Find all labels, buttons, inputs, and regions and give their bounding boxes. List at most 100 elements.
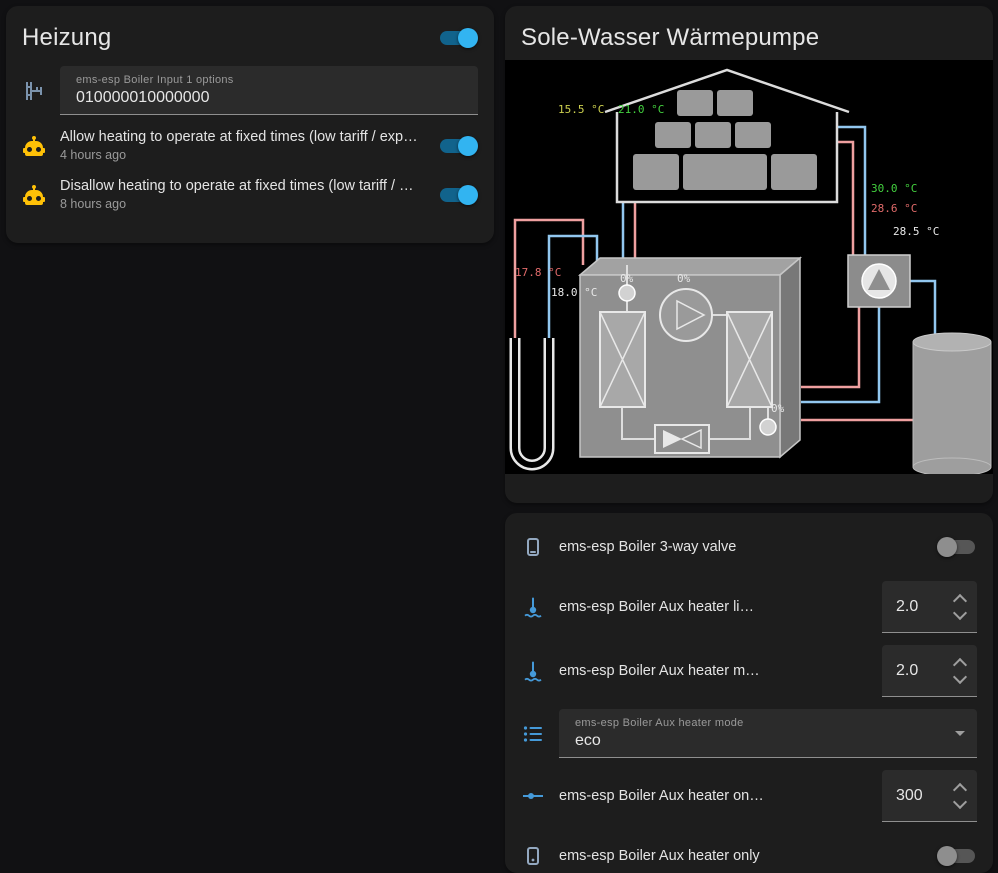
compressor-triangle xyxy=(676,299,706,331)
outside-temp-label[interactable]: 15.5 °C xyxy=(558,103,604,116)
row-aux-heater-mode: ems-esp Boiler Aux heater mode eco xyxy=(505,703,993,764)
number-value[interactable]: 300 xyxy=(896,786,923,804)
automation-disallow-toggle[interactable] xyxy=(438,184,478,205)
pipe-brine-cold xyxy=(547,234,599,342)
ground-loop xyxy=(509,338,555,471)
brick xyxy=(735,122,771,148)
brick xyxy=(677,90,713,116)
brine-in-temp-label[interactable]: 17.8 °C xyxy=(515,266,561,279)
automation-row-allow-heating[interactable]: Allow heating to operate at fixed times … xyxy=(6,121,494,170)
automation-last-triggered: 8 hours ago xyxy=(60,197,127,211)
compressor-icon xyxy=(659,288,713,342)
pipe-pump-to-unit-cold xyxy=(801,307,881,404)
heizung-card-header: Heizung xyxy=(6,6,494,60)
thermometer-water-icon xyxy=(521,659,545,683)
heat-exchanger-right xyxy=(726,311,773,408)
row-aux-heater-only: ems-esp Boiler Aux heater only xyxy=(505,828,993,873)
house-walls xyxy=(615,112,839,204)
expansion-valve xyxy=(654,424,710,454)
return-temp-label[interactable]: 28.6 °C xyxy=(871,202,917,215)
page-title-heatpump: Sole-Wasser Wärmepumpe xyxy=(521,24,820,51)
step-down-icon[interactable] xyxy=(952,669,968,684)
number-input[interactable]: 2.0 xyxy=(882,645,977,697)
heizung-master-toggle[interactable] xyxy=(438,28,478,48)
boiler-input1-field[interactable]: ems-esp Boiler Input 1 options 010000010… xyxy=(60,66,478,115)
aux-heater-mode-select[interactable]: ems-esp Boiler Aux heater mode eco xyxy=(559,709,977,758)
valve-toggle[interactable] xyxy=(937,537,977,557)
list-icon xyxy=(521,722,545,746)
tank-temp-label[interactable]: 28.5 °C xyxy=(893,225,939,238)
storage-tank xyxy=(912,332,992,474)
automation-name: Allow heating to operate at fixed times … xyxy=(60,129,418,145)
heatpump-card-header: Sole-Wasser Wärmepumpe xyxy=(505,6,993,60)
toggle-thumb xyxy=(937,537,957,557)
inside-temp-label[interactable]: 21.0 °C xyxy=(618,103,664,116)
entity-name: ems-esp Boiler 3-way valve xyxy=(559,539,737,555)
heatpump-unit xyxy=(577,256,803,459)
automation-allow-toggle[interactable] xyxy=(438,135,478,156)
row-aux-heater-max: ems-esp Boiler Aux heater m… 2.0 xyxy=(505,639,993,703)
controls-card: ems-esp Boiler 3-way valve ems-esp Boile… xyxy=(505,513,993,873)
toggle-thumb xyxy=(937,846,957,866)
unit-side-face xyxy=(779,256,801,459)
heating-pump-pct-label[interactable]: 0% xyxy=(771,402,785,415)
toggle-thumb xyxy=(458,28,478,48)
dropdown-caret-icon[interactable] xyxy=(955,731,965,736)
heizung-card: Heizung ems-esp Boiler Input 1 options 0… xyxy=(6,6,494,243)
pipe-icon xyxy=(22,79,46,103)
pipe-brine-warm xyxy=(513,218,585,342)
ground-loop-inner xyxy=(512,338,552,468)
number-input[interactable]: 2.0 xyxy=(882,581,977,633)
boiler-input1-value[interactable]: 010000010000000 xyxy=(76,89,210,106)
ray-vertex-icon xyxy=(521,784,545,808)
brick xyxy=(655,122,691,148)
automation-name: Disallow heating to operate at fixed tim… xyxy=(60,178,414,194)
pipe-pump-to-tank xyxy=(910,279,937,337)
brick xyxy=(771,154,817,190)
number-input[interactable]: 300 xyxy=(882,770,977,822)
brine-pump-pct-label[interactable]: 0% xyxy=(620,272,634,285)
diagram-labels: 15.5 °C 21.0 °C 30.0 °C 28.6 °C 28.5 °C … xyxy=(515,103,939,415)
automation-last-triggered: 4 hours ago xyxy=(60,148,127,162)
automation-row-disallow-heating[interactable]: Disallow heating to operate at fixed tim… xyxy=(6,170,494,219)
row-aux-heater-liftoff: ems-esp Boiler Aux heater li… 2.0 xyxy=(505,575,993,639)
panel-icon xyxy=(521,844,545,868)
boiler-input1-row: ems-esp Boiler Input 1 options 010000010… xyxy=(6,60,494,121)
flow-temp-label[interactable]: 30.0 °C xyxy=(871,182,917,195)
circulation-pump-box xyxy=(847,254,911,308)
heatpump-card: Sole-Wasser Wärmepumpe xyxy=(505,6,993,503)
aux-heater-only-toggle[interactable] xyxy=(937,846,977,866)
thermometer-water-icon xyxy=(521,595,545,619)
number-value[interactable]: 2.0 xyxy=(896,661,919,679)
entity-name: ems-esp Boiler Aux heater on… xyxy=(559,788,764,804)
pipes xyxy=(513,125,937,422)
step-down-icon[interactable] xyxy=(952,605,968,620)
number-stepper[interactable] xyxy=(952,593,968,620)
number-stepper[interactable] xyxy=(952,657,968,684)
pipe-flow-riser xyxy=(837,140,855,255)
pump-triangle xyxy=(868,269,890,290)
robot-icon xyxy=(22,183,46,207)
step-down-icon[interactable] xyxy=(952,794,968,809)
heat-exchanger-left xyxy=(599,311,646,408)
select-label: ems-esp Boiler Aux heater mode xyxy=(575,717,744,729)
number-value[interactable]: 2.0 xyxy=(896,597,919,615)
house-bricks xyxy=(633,90,817,190)
robot-icon xyxy=(22,134,46,158)
toggle-thumb xyxy=(458,135,478,156)
entity-name: ems-esp Boiler Aux heater m… xyxy=(559,663,760,679)
automation-texts: Allow heating to operate at fixed times … xyxy=(60,129,438,162)
brine-out-temp-label[interactable]: 18.0 °C xyxy=(551,286,597,299)
row-aux-heater-on-hysteresis: ems-esp Boiler Aux heater on… 300 xyxy=(505,764,993,828)
entity-name: ems-esp Boiler Aux heater li… xyxy=(559,599,755,615)
select-value: eco xyxy=(575,732,601,749)
valve-icon xyxy=(521,535,545,559)
page-title-heizung: Heizung xyxy=(22,24,112,51)
boiler-input1-label: ems-esp Boiler Input 1 options xyxy=(76,74,234,86)
house xyxy=(604,68,850,204)
compressor-pct-label[interactable]: 0% xyxy=(677,272,691,285)
number-stepper[interactable] xyxy=(952,782,968,809)
pipe-pump-to-unit-warm xyxy=(801,307,861,389)
brick xyxy=(633,154,679,190)
pipe-return-riser xyxy=(837,125,867,255)
